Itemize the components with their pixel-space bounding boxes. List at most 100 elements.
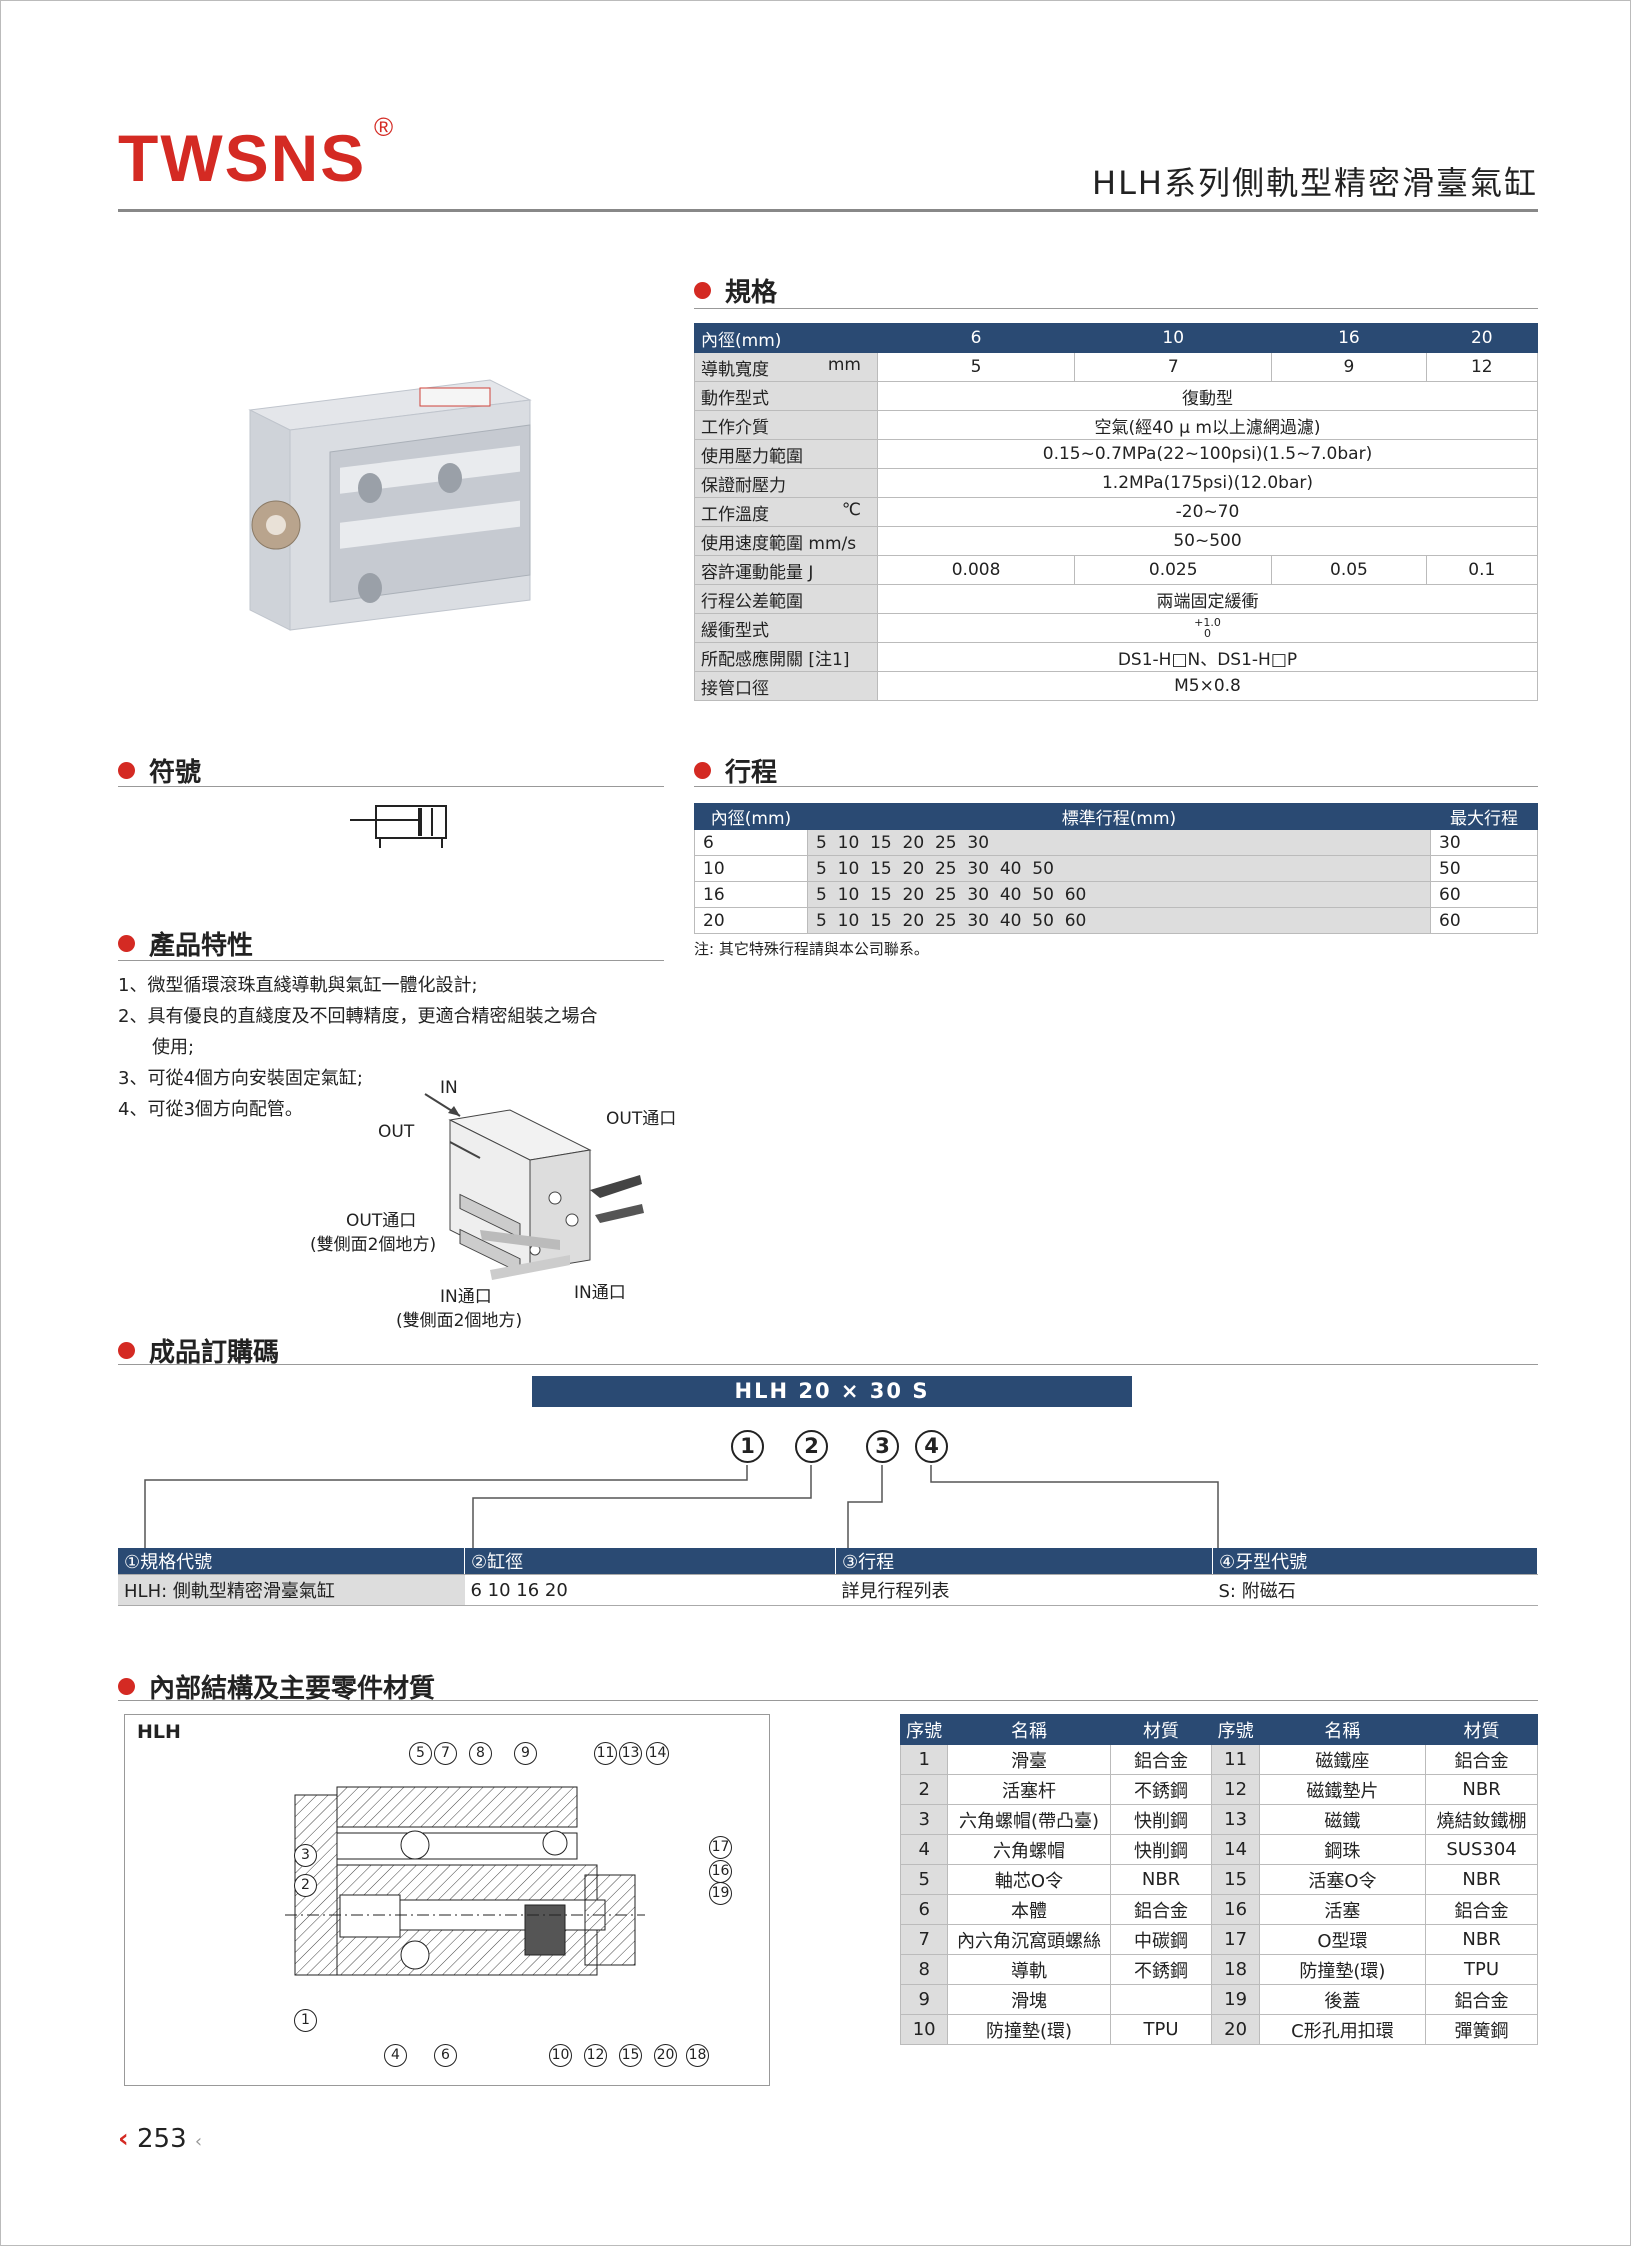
material-cell: 鋁合金 <box>1109 1744 1213 1775</box>
material-cell: 20 <box>1211 2014 1260 2045</box>
brand-logo: TWSNS <box>118 121 367 195</box>
material-cell: 6 <box>899 1894 949 1925</box>
material-cell: 鋁合金 <box>1425 1984 1538 2015</box>
material-cell: 本體 <box>947 1894 1111 1925</box>
material-cell: 不銹鋼 <box>1109 1774 1213 1805</box>
material-header: 名稱 <box>947 1714 1111 1745</box>
spec-label: 接管口徑 <box>694 671 878 701</box>
spec-label: 內徑(mm) <box>694 323 878 353</box>
material-cell: 1 <box>899 1744 949 1775</box>
material-cell: 3 <box>899 1804 949 1835</box>
stroke-cell: 5 10 15 20 25 30 <box>807 829 1431 856</box>
order-callout: 1 <box>731 1430 764 1463</box>
structure-drawing-frame: HLH <box>124 1714 770 2086</box>
spec-label: 使用速度範圍 mm/s <box>694 526 878 556</box>
material-cell: 鋁合金 <box>1425 1744 1538 1775</box>
material-cell: 2 <box>899 1774 949 1805</box>
spec-label: 所配感應開關 [注1] <box>694 642 878 672</box>
feature-item: 3、可從4個方向安裝固定氣缸; <box>118 1068 363 1089</box>
part-callout: 13 <box>619 1742 642 1765</box>
section-rule <box>694 786 1538 787</box>
feature-item: 使用; <box>152 1037 195 1058</box>
section-rule <box>118 1700 1538 1701</box>
chevron-left-icon: ‹ <box>118 2124 129 2154</box>
material-cell: 後蓋 <box>1258 1984 1427 2015</box>
order-code-bar: HLH 20 × 30 S <box>532 1376 1132 1407</box>
section-title-features: 產品特性 <box>118 925 253 962</box>
material-cell: O型環 <box>1258 1924 1427 1955</box>
part-callout: 6 <box>434 2044 457 2067</box>
material-cell: 5 <box>899 1864 949 1895</box>
part-callout: 20 <box>654 2044 677 2067</box>
feature-item: 2、具有優良的直綫度及不回轉精度，更適合精密組裝之場合 <box>118 1006 598 1027</box>
section-rule <box>694 308 1538 309</box>
material-cell: 活塞杆 <box>947 1774 1111 1805</box>
bullet-dot-icon <box>118 1678 135 1695</box>
spec-label: 行程公差範圍 <box>694 584 878 614</box>
code-header: ①規格代號 <box>118 1548 465 1575</box>
material-cell: 活塞O令 <box>1258 1864 1427 1895</box>
part-callout: 3 <box>294 1844 317 1867</box>
in-port-side-label: IN通口 <box>440 1287 492 1307</box>
material-cell: 快削鋼 <box>1109 1834 1213 1865</box>
material-cell: 18 <box>1211 1954 1260 1985</box>
material-cell: 磁鐵墊片 <box>1258 1774 1427 1805</box>
material-cell: 4 <box>899 1834 949 1865</box>
part-callout: 11 <box>594 1742 617 1765</box>
out-port-label: OUT通口 <box>606 1109 677 1129</box>
material-cell: NBR <box>1425 1774 1538 1805</box>
part-callout: 15 <box>619 2044 642 2067</box>
material-cell: NBR <box>1425 1924 1538 1955</box>
material-cell: NBR <box>1425 1864 1538 1895</box>
spec-value: 20 <box>1425 323 1539 353</box>
material-cell: 六角螺帽 <box>947 1834 1111 1865</box>
section-rule <box>118 1364 1538 1365</box>
stroke-header: 最大行程 <box>1430 803 1538 830</box>
registered-mark: ® <box>374 112 394 142</box>
section-title-stroke: 行程 <box>694 752 777 789</box>
stroke-cell: 60 <box>1430 907 1538 934</box>
code-value: S: 附磁石 <box>1212 1574 1538 1606</box>
stroke-header-row: 內徑(mm)標準行程(mm)最大行程 <box>694 803 1538 830</box>
material-cell: 滑臺 <box>947 1744 1111 1775</box>
spec-value: 空氣(經40 μ m以上濾網過濾) <box>877 410 1538 440</box>
spec-label: 容許運動能量 J <box>694 555 878 585</box>
spec-value: 10 <box>1074 323 1273 353</box>
spec-unit: ℃ <box>841 499 861 520</box>
out-port-side-label: OUT通口 <box>346 1211 417 1231</box>
part-callout: 18 <box>686 2044 709 2067</box>
part-callout: 17 <box>709 1836 732 1859</box>
product-photo <box>248 379 532 631</box>
material-cell: 中碳鋼 <box>1109 1924 1213 1955</box>
material-cell: 彈簧鋼 <box>1425 2014 1538 2045</box>
material-cell: 防撞墊(環) <box>1258 1954 1427 1985</box>
spec-label: 工作溫度℃ <box>694 497 878 527</box>
part-callout: 2 <box>294 1874 317 1897</box>
material-cell <box>1109 1984 1213 2015</box>
stroke-cell: 6 <box>694 829 808 856</box>
material-header: 名稱 <box>1258 1714 1427 1745</box>
bullet-dot-icon <box>694 282 711 299</box>
spec-row: 所配感應開關 [注1]DS1-H□N、DS1-H□P <box>694 642 1538 672</box>
bullet-dot-icon <box>694 762 711 779</box>
bullet-dot-icon <box>118 935 135 952</box>
stroke-note: 注: 其它特殊行程請與本公司聯系。 <box>694 940 929 958</box>
material-cell: 16 <box>1211 1894 1260 1925</box>
port-diagram <box>424 1093 644 1280</box>
out-port-side-note: (雙側面2個地方) <box>310 1235 437 1255</box>
material-cell: 滑塊 <box>947 1984 1111 2015</box>
stroke-cell: 5 10 15 20 25 30 40 50 <box>807 855 1431 882</box>
part-callout: 16 <box>709 1860 732 1883</box>
spec-value: 50~500 <box>877 526 1538 556</box>
